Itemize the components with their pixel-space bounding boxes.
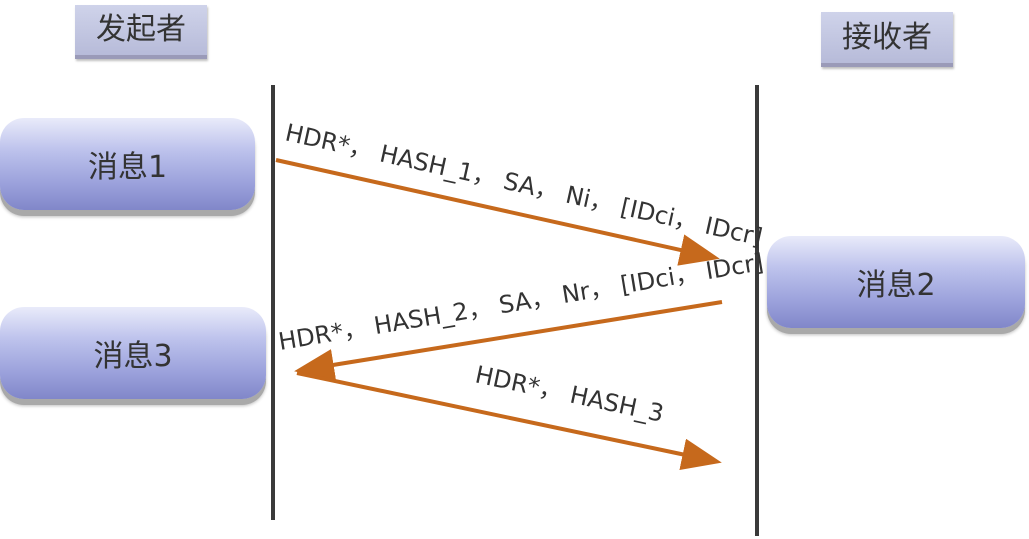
- message-1-label: 消息1: [87, 150, 168, 185]
- arrow-3: [296, 371, 722, 471]
- arrow-2-label: HDR*， HASH_2， SA， Nr， [IDci， IDcr]: [276, 248, 765, 356]
- message-2-label: 消息2: [856, 268, 936, 303]
- message-3-label: 消息3: [93, 339, 173, 374]
- message-1-box: 消息1: [0, 118, 255, 210]
- initiator-label: 发起者: [75, 5, 207, 59]
- arrow-2: [294, 300, 723, 381]
- message-2-box: 消息2: [767, 236, 1025, 328]
- message-3-box: 消息3: [0, 307, 266, 399]
- responder-label: 接收者: [821, 12, 953, 67]
- arrow-1-label: HDR*， HASH_1， SA， Ni， [IDci， IDcr]: [283, 119, 765, 252]
- arrow-1: [275, 158, 720, 266]
